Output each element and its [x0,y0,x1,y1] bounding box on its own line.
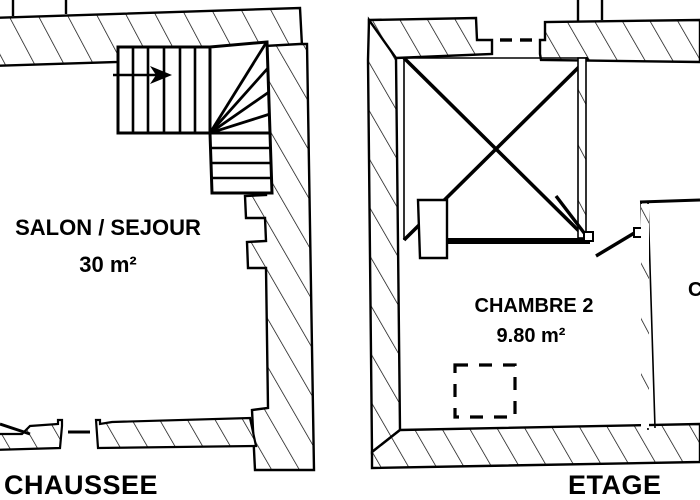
stair-direction-arrow-icon [113,66,172,84]
stair-winder-tread [208,42,268,134]
stair-winder-tread [209,112,271,135]
panel-upper-floor: ETAGE CHAMBRE 2 9.80 m² C [366,0,700,500]
partition-right-room-vertical-inner [647,201,656,429]
stair-winder-tread [209,90,270,135]
room-name-chambre-partial: C [688,279,700,301]
room-area-salon: 30 m² [79,252,136,277]
room-name-chambre2: CHAMBRE 2 [475,295,594,317]
stair-winder-tread [208,67,270,134]
partition-right-room-poche [641,204,649,428]
roof-window-dashed-square [453,363,517,419]
room-name-salon: SALON / SEJOUR [15,215,201,240]
wall-poche-bottom-right-segment [94,416,258,450]
wall-poche-left-upper [366,16,402,455]
void-edge-bottom-rail [424,238,590,244]
wall-right-left-panel [243,42,316,472]
wall-poche-right [243,42,316,472]
floor-label-ground: CHAUSSEE [4,470,158,500]
staircase-ground-floor [113,40,274,195]
panel-ground-floor: CHAUSSEE SALON / SEJOUR 30 m² [0,0,316,500]
door-swing-left [554,194,594,242]
wall-bottom-left-panel [0,416,258,451]
partition-right-room-top [639,198,700,204]
wall-poche-bottom-upper [370,422,700,470]
room-area-chambre2: 9.80 m² [497,325,566,347]
closet-alcove [416,198,449,260]
opening-leader-line [0,422,31,436]
wall-poche-bottom-left-segment [0,418,64,451]
floor-label-upper: ETAGE [568,470,662,500]
wall-poche-top-right-segment [538,18,700,64]
partition-wall-vertical [577,57,587,239]
